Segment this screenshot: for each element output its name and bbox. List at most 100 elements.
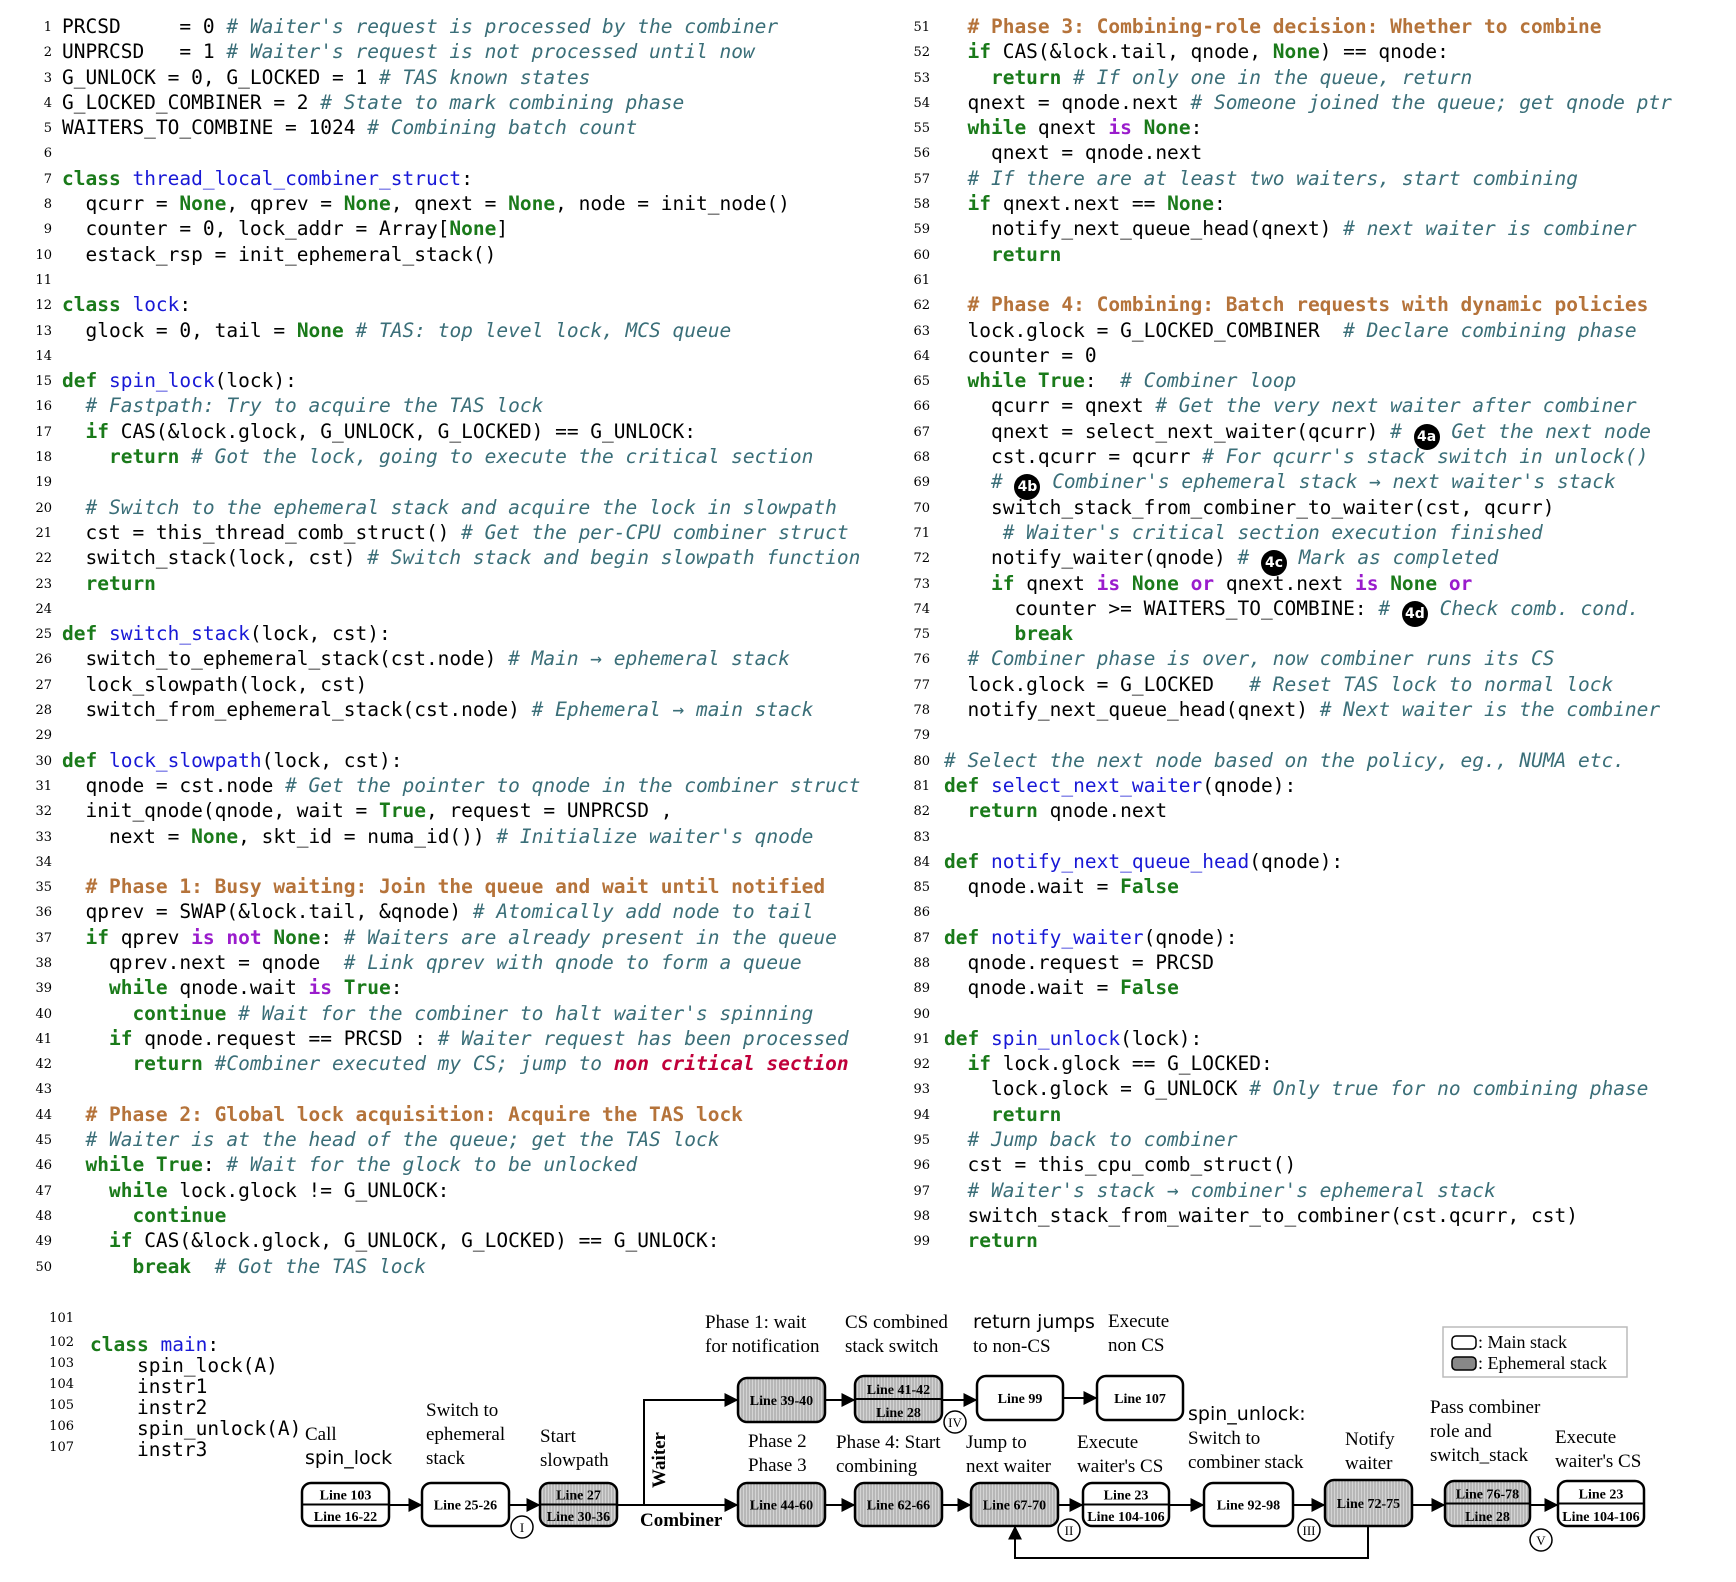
line-number: 41: [35, 1031, 52, 1047]
code-token: continue: [62, 1001, 239, 1025]
code-token: (lock):: [1120, 1026, 1203, 1050]
code-token: :: [1214, 192, 1226, 216]
code-token: # State to mark combining phase: [320, 90, 685, 114]
line-number: 17: [35, 424, 52, 440]
line-number: 30: [35, 753, 52, 769]
code-line: 28 switch_from_ephemeral_stack(cst.node)…: [0, 697, 870, 722]
caption-text: waiter's CS: [1555, 1451, 1641, 1472]
code-token: init_qnode(qnode, wait =: [62, 799, 379, 823]
code-line: 56 qnext = qnode.next: [870, 140, 1736, 165]
code-token: None: [449, 217, 497, 241]
code-line: 85 qnode.wait = False: [870, 874, 1736, 899]
box-label: Line 67-70: [983, 1499, 1046, 1514]
line-number: 53: [913, 70, 930, 86]
code-line: 11: [0, 267, 870, 292]
caption-text: non CS: [1108, 1335, 1165, 1356]
line-number: 96: [913, 1158, 930, 1174]
code-token: # TAS: top level lock, MCS queue: [343, 318, 732, 342]
code-line: 64 counter = 0: [870, 343, 1736, 368]
line-number: 3: [43, 70, 52, 86]
code-token: qnext.next: [1225, 571, 1355, 595]
caption-text: combiner stack: [1188, 1452, 1304, 1473]
code-token: select_next_waiter: [990, 773, 1203, 797]
code-token: UNPRCSD = 1: [62, 40, 227, 64]
step-marker-label: I: [520, 1520, 524, 1535]
caption-text: waiter: [1345, 1453, 1393, 1474]
line-number: 76: [913, 652, 930, 668]
code-line: 96 cst = this_cpu_comb_struct(): [870, 1152, 1736, 1177]
code-token: # Wait for the glock to be unlocked: [226, 1153, 638, 1177]
code-token: # If only one in the queue, return: [1073, 65, 1473, 89]
line-number: 55: [913, 121, 930, 137]
step-marker-label: IV: [948, 1415, 962, 1430]
line-number: 16: [35, 399, 52, 415]
line-number: 62: [913, 298, 930, 314]
line-number: 74: [913, 601, 930, 617]
line-number: 103: [49, 1356, 74, 1371]
code-line: 16 # Fastpath: Try to acquire the TAS lo…: [0, 393, 870, 418]
code-token: None: [296, 318, 344, 342]
code-token: return: [944, 1229, 1038, 1253]
code-line: 89 qnode.wait = False: [870, 975, 1736, 1000]
code-token: is: [1096, 571, 1132, 595]
legend-label: : Ephemeral stack: [1478, 1353, 1607, 1373]
code-line: 13 glock = 0, tail = None # TAS: top lev…: [0, 318, 870, 343]
code-line: 39 while qnode.wait is True:: [0, 975, 870, 1000]
line-number: 69: [913, 475, 930, 491]
code-token: qnext = qnode.next: [944, 90, 1191, 114]
code-token: instr1: [90, 1375, 207, 1398]
box-label: Line 76-78: [1456, 1488, 1519, 1503]
code-line: class main:: [90, 1333, 219, 1356]
code-line: 70 switch_stack_from_combiner_to_waiter(…: [870, 495, 1736, 520]
code-token: # Atomically add node to tail: [472, 900, 814, 924]
box-label: Line 28: [876, 1406, 921, 1421]
code-token: if: [944, 40, 1003, 64]
code-line: 18 return # Got the lock, going to execu…: [0, 444, 870, 469]
code-token: class: [62, 293, 133, 317]
line-number: 81: [913, 778, 930, 794]
waiter-path-label: Waiter: [649, 1431, 670, 1487]
code-token: continue: [62, 1203, 227, 1227]
code-token: next =: [62, 824, 192, 848]
code-token: ) == qnode:: [1319, 40, 1449, 64]
code-line: 62 # Phase 4: Combining: Batch requests …: [870, 292, 1736, 317]
line-number: 71: [913, 525, 930, 541]
code-line: 10 estack_rsp = init_ephemeral_stack(): [0, 242, 870, 267]
line-number: 24: [35, 601, 52, 617]
code-token: lock: [132, 293, 180, 317]
code-line: instr3: [90, 1438, 207, 1461]
code-line: 14: [0, 343, 870, 368]
caption-text: combining: [836, 1456, 918, 1477]
line-number: 93: [913, 1082, 930, 1098]
code-token: counter >= WAITERS_TO_COMBINE:: [944, 596, 1379, 620]
code-token: if: [944, 192, 1003, 216]
line-number: 101: [49, 1311, 74, 1326]
code-token: qnext = qnode.next: [944, 141, 1203, 165]
code-token: def: [944, 773, 991, 797]
line-number: 99: [913, 1234, 930, 1250]
code-line: 93 lock.glock = G_UNLOCK # Only true for…: [870, 1076, 1736, 1101]
code-token: # Declare combining phase: [1343, 318, 1637, 342]
line-number: 9: [43, 222, 52, 238]
code-token: (qnode):: [1202, 773, 1297, 797]
code-token: # Waiter's critical section execution fi…: [944, 520, 1543, 544]
code-token: if: [62, 419, 121, 443]
code-line: 32 init_qnode(qnode, wait = True, reques…: [0, 798, 870, 823]
code-line: 41 if qnode.request == PRCSD : # Waiter …: [0, 1026, 870, 1051]
code-token: switch_stack_from_combiner_to_waiter(cst…: [944, 495, 1555, 519]
code-line: 53 return # If only one in the queue, re…: [870, 65, 1736, 90]
code-token: estack_rsp = init_ephemeral_stack(): [62, 242, 497, 266]
code-line: spin_lock(A): [90, 1354, 278, 1377]
step-badge: 4c: [1260, 550, 1287, 577]
box-label: Line 104-106: [1562, 1510, 1639, 1525]
code-line: spin_unlock(A): [90, 1417, 301, 1440]
legend-main-swatch: [1451, 1335, 1477, 1350]
code-line: 46 while True: # Wait for the glock to b…: [0, 1152, 870, 1177]
line-number: 7: [43, 171, 52, 187]
line-number: 57: [913, 171, 930, 187]
code-token: switch_stack(lock, cst): [62, 546, 368, 570]
code-token: if: [944, 1052, 1003, 1076]
